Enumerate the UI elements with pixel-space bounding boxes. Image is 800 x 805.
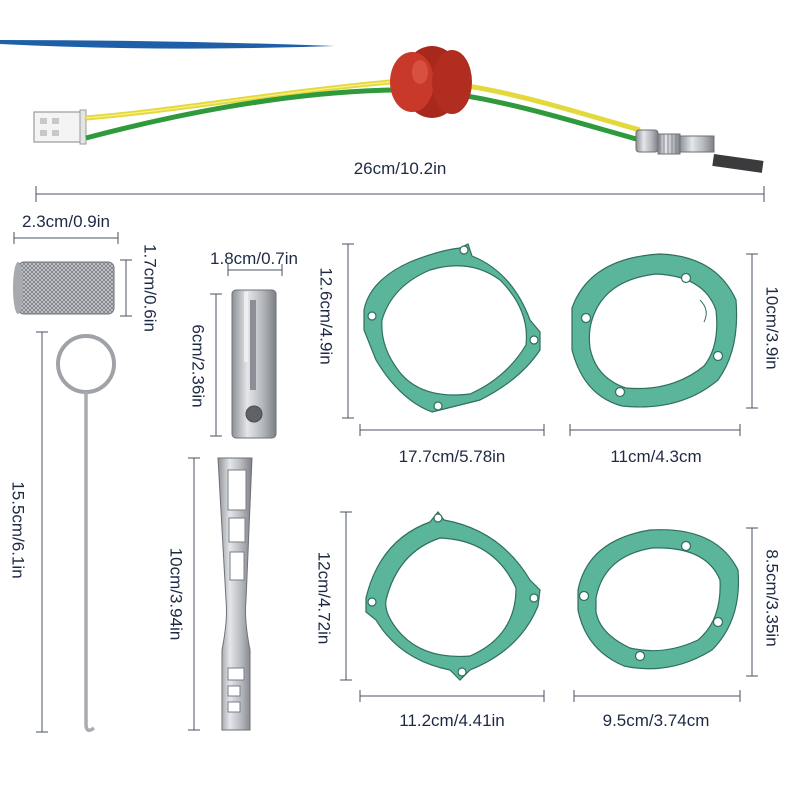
gasket-4 <box>577 529 740 670</box>
gasket-2 <box>571 253 738 408</box>
label-gasket2-height: 10cm/3.9in <box>762 286 782 370</box>
dim-tube <box>210 264 283 437</box>
dim-gasket-4 <box>573 527 758 702</box>
gasket-1 <box>363 243 541 413</box>
wire-connector <box>33 109 87 145</box>
hook-tool <box>56 334 116 732</box>
green-wire <box>85 87 641 143</box>
label-gasket3-width: 11.2cm/4.41in <box>399 711 505 730</box>
label-gasket1-height: 12.6cm/4.9in <box>316 267 336 365</box>
label-tool-width: 1.8cm/0.7in <box>210 249 298 268</box>
label-screen-width: 2.3cm/0.9in <box>22 212 110 231</box>
dim-wrench <box>188 457 200 731</box>
gasket-3 <box>365 511 541 681</box>
red-grommet <box>390 46 472 118</box>
ladder-wrench <box>217 457 253 731</box>
tube-tool <box>231 289 277 439</box>
dim-line-length <box>35 186 765 202</box>
label-wrench-length: 10cm/3.94in <box>166 547 186 641</box>
mesh-screen <box>13 261 115 315</box>
label-tool-height: 6cm/2.36in <box>188 324 208 408</box>
label-glow-plug-length: 26cm/10.2in <box>353 159 447 178</box>
label-hook-length: 15.5cm/6.1in <box>8 481 28 579</box>
dim-gasket-1 <box>342 243 545 436</box>
glow-plug <box>635 129 764 173</box>
label-gasket4-height: 8.5cm/3.35in <box>762 549 782 647</box>
label-gasket3-height: 12cm/4.72in <box>314 551 334 645</box>
brand-swoosh <box>0 40 335 49</box>
dim-hook <box>36 331 48 733</box>
label-gasket2-width: 11cm/4.3cm <box>610 447 702 466</box>
glow-plug-assembly <box>33 46 764 173</box>
dim-screen <box>13 232 132 317</box>
label-gasket1-width: 17.7cm/5.78in <box>398 447 506 466</box>
yellow-wire <box>85 78 641 133</box>
dim-gasket-3 <box>340 511 545 702</box>
label-screen-height: 1.7cm/0.6in <box>140 244 160 332</box>
label-gasket4-width: 9.5cm/3.74cm <box>602 711 710 730</box>
dim-gasket-2 <box>569 253 758 436</box>
